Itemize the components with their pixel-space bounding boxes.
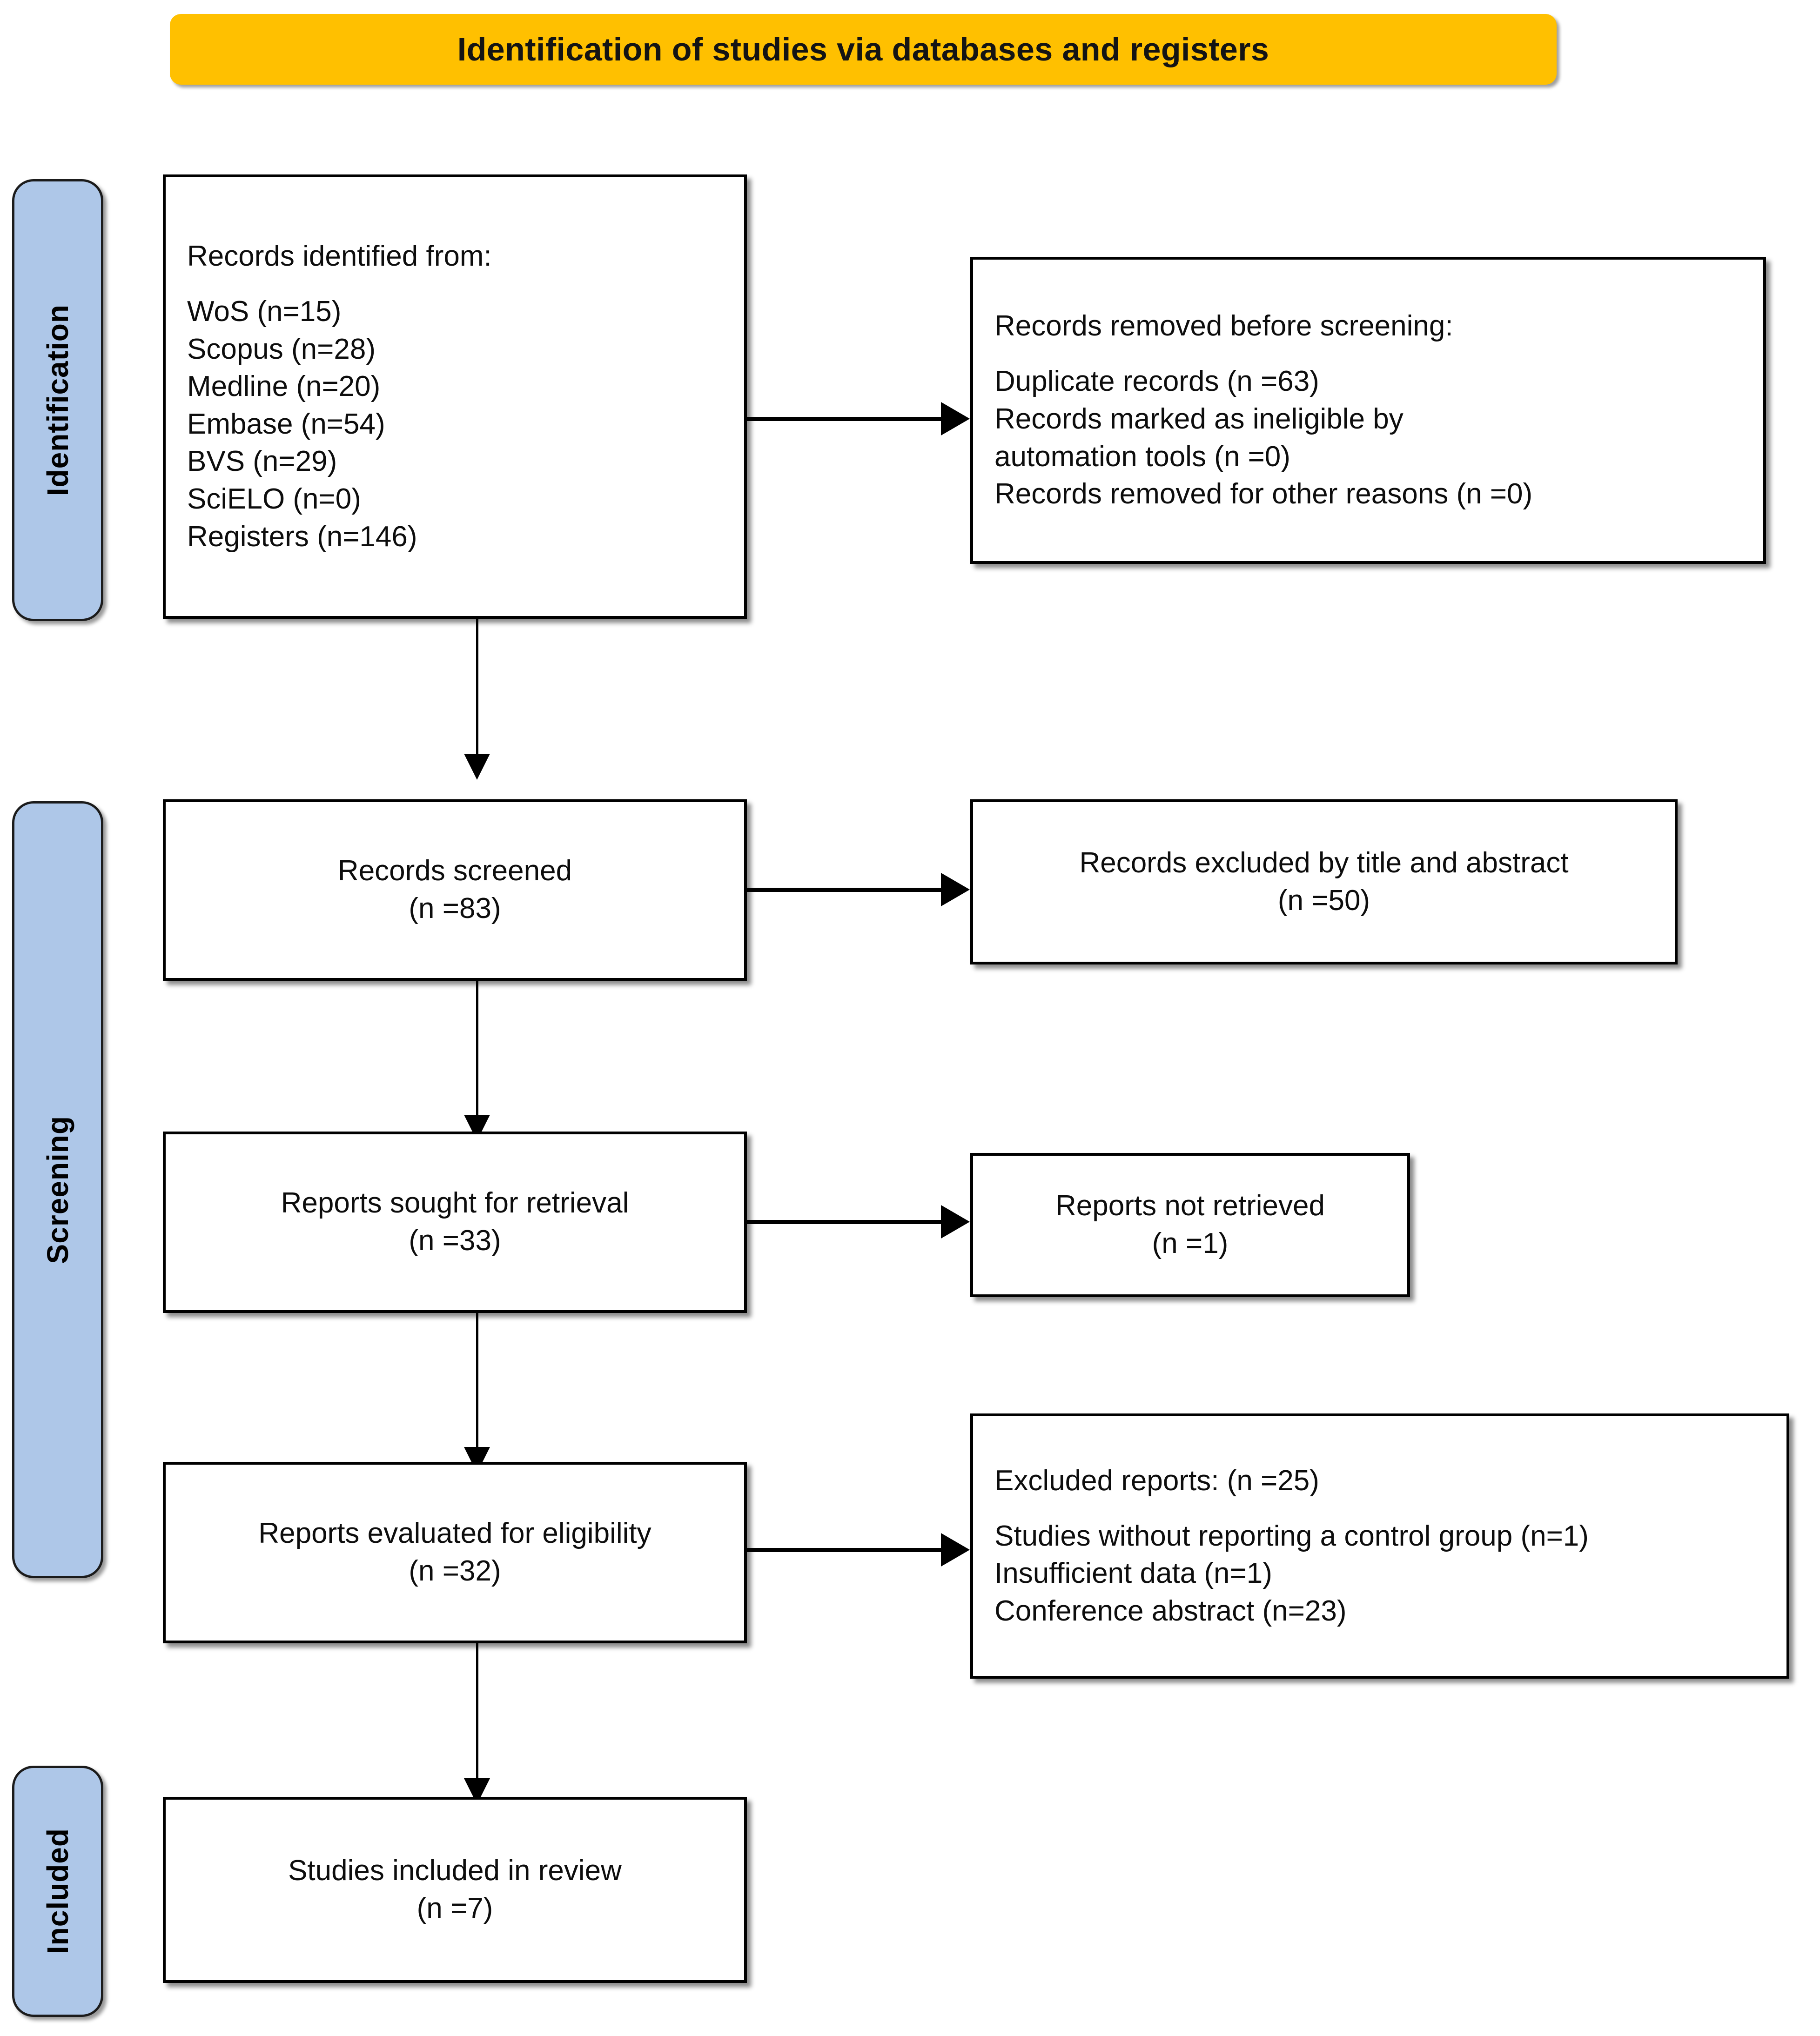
phase-label-screening: Screening [12,801,103,1578]
records-identified-source-scopus: Scopus (n=28) [187,333,376,365]
phase-label-identification-text: Identification [41,304,74,496]
arrow-screened-to-excluded-line [747,888,942,892]
box-reports-evaluated: Reports evaluated for eligibility (n =32… [163,1462,747,1643]
box-reports-not-retrieved: Reports not retrieved (n =1) [970,1153,1410,1297]
arrow-identified-to-removed-line [747,417,942,421]
records-removed-reason-ineligible-2: automation tools (n =0) [994,440,1290,473]
studies-included-label: Studies included in review [288,1855,622,1887]
phase-label-screening-text: Screening [41,1115,74,1264]
records-identified-source-scielo: SciELO (n=0) [187,482,361,515]
records-removed-reason-duplicates: Duplicate records (n =63) [994,365,1319,398]
box-records-removed: Records removed before screening: Duplic… [970,257,1766,564]
excluded-reports-reason-conference-abstract: Conference abstract (n=23) [994,1594,1347,1627]
reports-evaluated-count: (n =32) [409,1555,501,1587]
records-identified-source-registers: Registers (n=146) [187,520,417,553]
arrow-identified-to-screened-line [476,619,478,758]
phase-label-included-text: Included [41,1828,74,1955]
arrow-evaluated-to-excluded-line [747,1548,942,1552]
reports-sought-count: (n =33) [409,1225,501,1257]
arrow-evaluated-to-excluded-head [941,1533,970,1567]
records-identified-source-embase: Embase (n=54) [187,408,385,440]
records-identified-source-wos: WoS (n=15) [187,295,342,328]
arrow-evaluated-to-included-line [476,1643,478,1783]
records-excluded-count: (n =50) [1277,884,1370,917]
records-screened-count: (n =83) [409,892,501,924]
diagram-title: Identification of studies via databases … [457,31,1269,67]
records-removed-heading: Records removed before screening: [994,310,1453,342]
box-records-screened: Records screened (n =83) [163,799,747,981]
spacer [187,275,723,293]
box-records-identified: Records identified from: WoS (n=15) Scop… [163,174,747,619]
box-records-excluded: Records excluded by title and abstract (… [970,799,1678,964]
box-excluded-reports: Excluded reports: (n =25) Studies withou… [970,1413,1789,1679]
arrow-identified-to-removed-head [941,402,970,435]
box-reports-sought: Reports sought for retrieval (n =33) [163,1132,747,1313]
arrow-identified-to-screened-head [464,754,490,780]
records-removed-reason-ineligible-1: Records marked as ineligible by [994,402,1404,435]
records-removed-reason-other: Records removed for other reasons (n =0) [994,478,1533,510]
spacer [994,1500,1765,1517]
arrow-sought-to-not-retrieved-line [747,1220,942,1224]
records-screened-label: Records screened [337,855,572,887]
arrow-screened-to-sought-line [476,981,478,1120]
phase-label-included: Included [12,1766,103,2017]
excluded-reports-reason-no-control-group: Studies without reporting a control grou… [994,1520,1589,1552]
records-excluded-label: Records excluded by title and abstract [1079,846,1569,879]
records-identified-source-medline: Medline (n=20) [187,370,381,403]
arrow-screened-to-excluded-head [941,873,970,906]
reports-sought-label: Reports sought for retrieval [281,1187,629,1219]
reports-not-retrieved-label: Reports not retrieved [1055,1190,1325,1222]
records-identified-source-bvs: BVS (n=29) [187,445,337,478]
reports-evaluated-label: Reports evaluated for eligibility [258,1517,651,1550]
records-identified-heading: Records identified from: [187,240,492,272]
diagram-title-banner: Identification of studies via databases … [170,14,1557,85]
studies-included-count: (n =7) [416,1892,493,1924]
arrow-sought-to-evaluated-line [476,1313,478,1453]
arrow-sought-to-not-retrieved-head [941,1205,970,1239]
reports-not-retrieved-count: (n =1) [1152,1227,1229,1259]
phase-label-identification: Identification [12,179,103,621]
excluded-reports-heading: Excluded reports: (n =25) [994,1464,1319,1497]
box-studies-included: Studies included in review (n =7) [163,1797,747,1983]
excluded-reports-reason-insufficient-data: Insufficient data (n=1) [994,1557,1272,1590]
spacer [994,345,1742,363]
